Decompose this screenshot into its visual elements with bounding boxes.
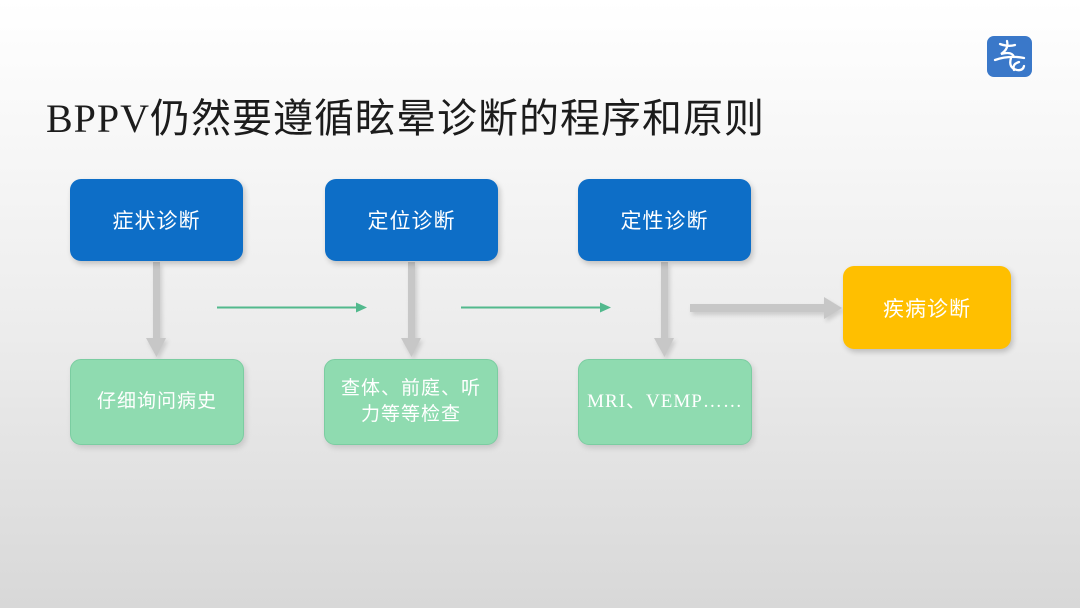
brand-logo-icon [987, 36, 1032, 77]
flow-box-examinations: 查体、前庭、听力等等检查 [324, 359, 498, 445]
flow-box-mri-vemp: MRI、VEMP…… [578, 359, 752, 445]
flow-box-history-inquiry: 仔细询问病史 [70, 359, 244, 445]
down-arrow-column-1 [146, 262, 166, 357]
flow-box-symptom-diagnosis: 症状诊断 [70, 179, 243, 261]
green-arrow-2-to-3 [461, 302, 611, 313]
flow-box-disease-diagnosis: 疾病诊断 [843, 266, 1011, 349]
brand-logo-calligraphy [993, 39, 1026, 72]
flow-box-qualitative-diagnosis: 定性诊断 [578, 179, 751, 261]
brand-logo [987, 36, 1032, 77]
flow-box-label: 仔细询问病史 [96, 391, 217, 413]
flow-box-label: 定位诊断 [367, 209, 456, 233]
right-arrow-to-result [690, 297, 842, 319]
flow-box-label: 查体、前庭、听力等等检查 [340, 378, 481, 425]
flow-box-label: 定性诊断 [620, 209, 709, 233]
down-arrow-column-2 [401, 262, 421, 357]
flow-box-localization-diagnosis: 定位诊断 [325, 179, 498, 261]
down-arrow-column-3 [654, 262, 674, 357]
flow-box-label: 疾病诊断 [883, 296, 971, 321]
slide-title: BPPV仍然要遵循眩晕诊断的程序和原则 [46, 96, 766, 141]
flow-box-label: 症状诊断 [112, 209, 201, 233]
green-arrow-1-to-2 [217, 302, 367, 313]
flow-box-label: MRI、VEMP…… [587, 391, 743, 413]
